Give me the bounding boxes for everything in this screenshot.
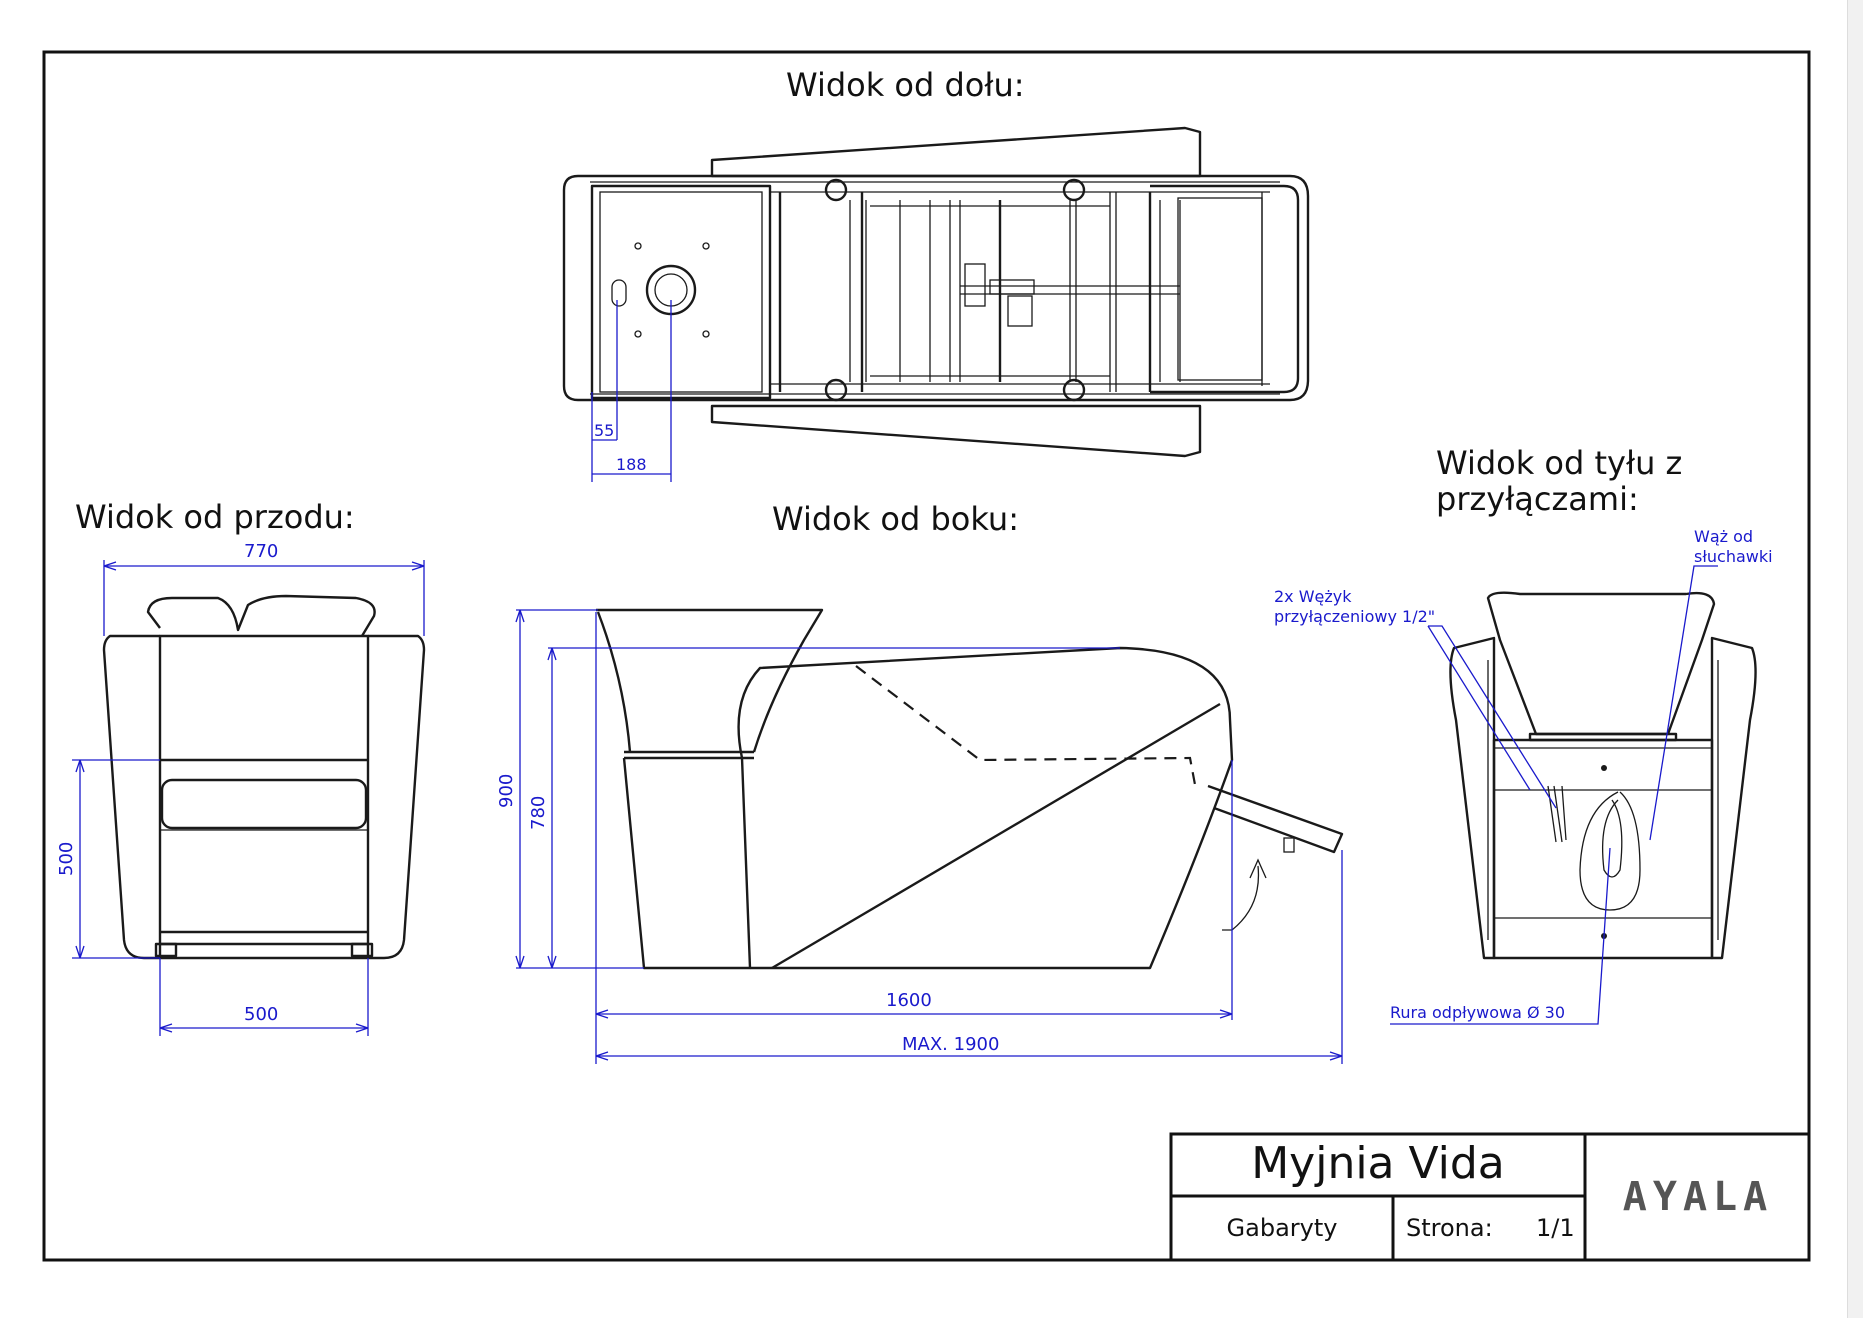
callout-hoses-line2: przyłączeniowy 1/2" [1274,607,1435,626]
side-view-drawing [596,608,1344,970]
title-block [1169,1132,1811,1262]
dimension-900: 900 [496,774,517,808]
dimension-770: 770 [244,541,278,562]
dimension-1600: 1600 [886,990,932,1011]
callout-shower-hose-line2: słuchawki [1694,547,1773,566]
back-view-title-line2: przyłączami: [1436,480,1639,518]
front-view-title: Widok od przodu: [75,498,355,536]
front-view-drawing [102,594,426,960]
dimension-max-1900: MAX. 1900 [902,1034,999,1055]
side-view-dimensions [515,609,1343,1064]
callout-hoses-line1: 2x Wężyk [1274,587,1352,606]
dimension-55: 55 [594,421,614,440]
back-view-title-line1: Widok od tyłu z [1436,444,1682,482]
dimension-188: 188 [616,455,647,474]
dimension-front-height-500: 500 [56,842,77,876]
page-value: 1/1 [1536,1214,1575,1242]
bottom-view-title: Widok od dołu: [786,66,1025,104]
scrollbar-gutter [1847,0,1863,1318]
dimension-front-base-500: 500 [244,1004,278,1025]
dimension-780: 780 [528,796,549,830]
back-view-callout-leaders [1390,565,1718,1025]
front-view-dimensions [72,560,425,1036]
ayala-logo-text: AYALA [1623,1174,1773,1220]
sheet-name: Gabaryty [1227,1214,1338,1242]
callout-shower-hose-line1: Wąż od [1694,527,1753,546]
bottom-view-drawing [562,126,1310,458]
drawing-frame [42,50,1811,1262]
ayala-logo: AYALA [1623,1174,1773,1220]
product-name: Myjnia Vida [1251,1138,1505,1189]
back-view-drawing [1449,591,1757,960]
bottom-view-dimensions [591,300,672,482]
side-view-title: Widok od boku: [772,500,1019,538]
page-label: Strona: [1406,1214,1493,1242]
callout-drain-pipe: Rura odpływowa Ø 30 [1390,1003,1565,1022]
